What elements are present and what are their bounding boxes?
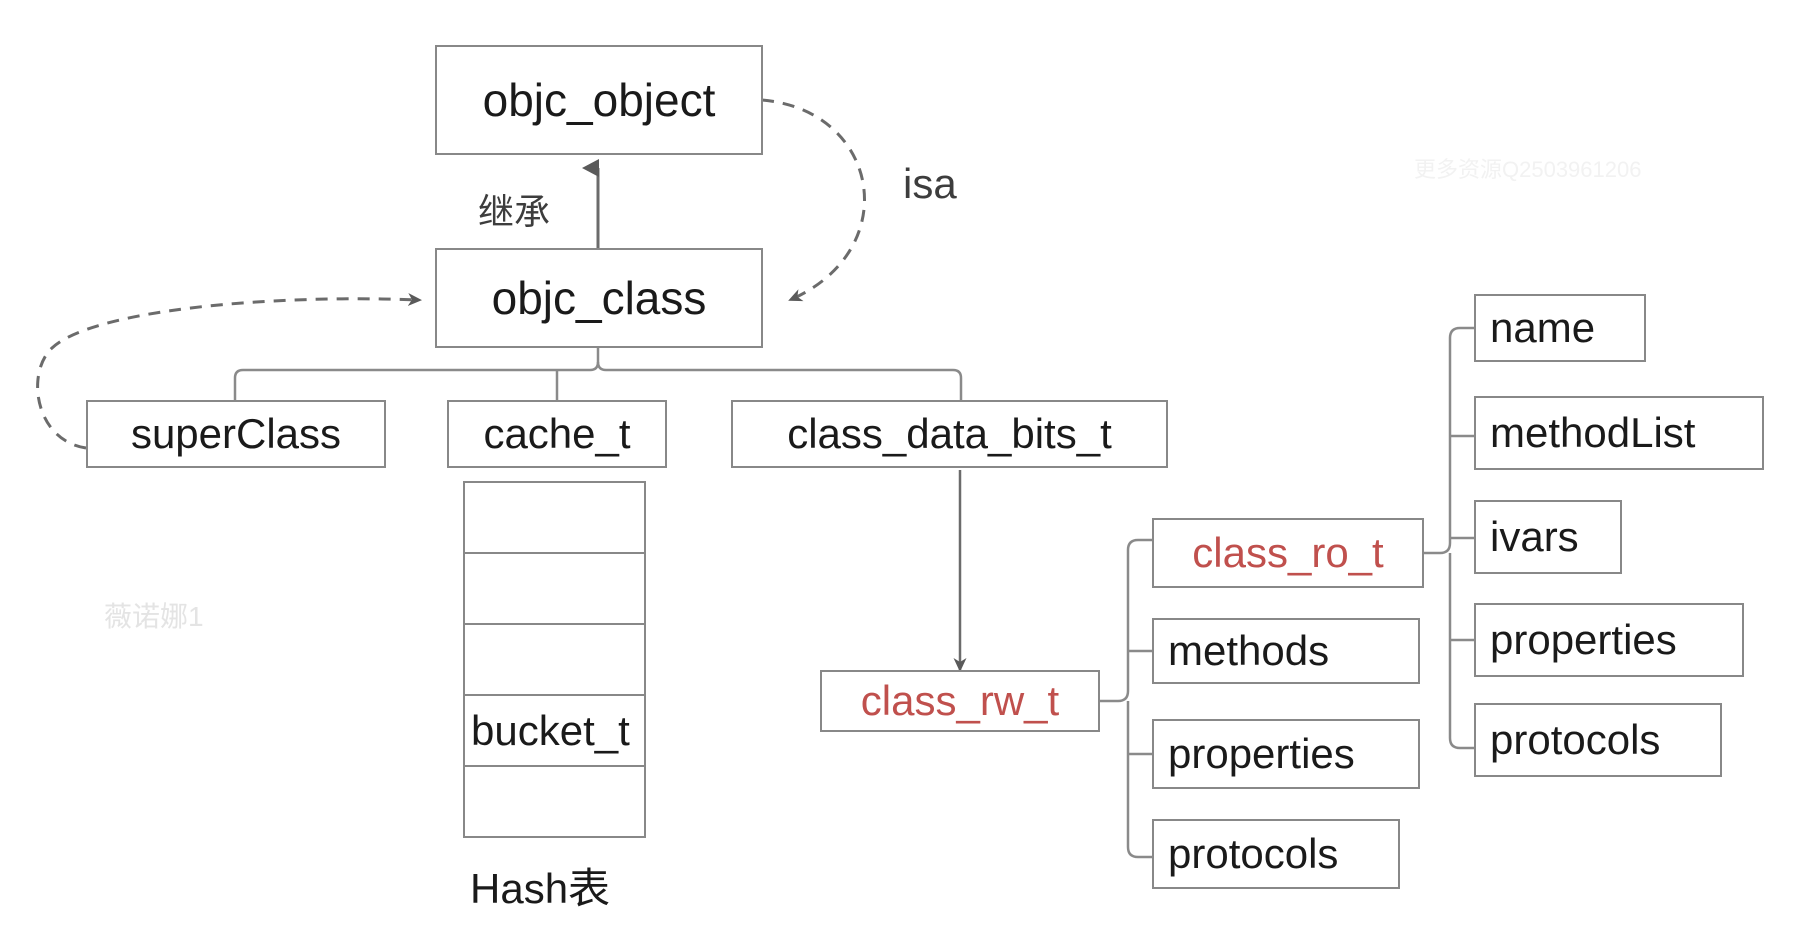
hash-table-caption: Hash表 bbox=[470, 855, 610, 916]
node-class-rw-t-label: class_rw_t bbox=[860, 677, 1060, 724]
node-ro-name-label: name bbox=[1490, 304, 1596, 351]
cache-row-4[interactable] bbox=[465, 767, 644, 836]
node-ro-ivars-label: ivars bbox=[1490, 513, 1579, 560]
node-ro-name[interactable]: name bbox=[1474, 294, 1646, 362]
watermark-left-text: 薇诺娜1 bbox=[104, 601, 204, 632]
node-class-rw-t[interactable]: class_rw_t bbox=[820, 670, 1100, 732]
node-rw-methods-label: methods bbox=[1168, 627, 1330, 674]
node-ro-ivars[interactable]: ivars bbox=[1474, 500, 1622, 574]
cache-row-1[interactable] bbox=[465, 554, 644, 625]
hash-table-caption-text: Hash表 bbox=[470, 865, 611, 912]
node-rw-protocols-label: protocols bbox=[1168, 830, 1339, 877]
inheritance-label-text: 继承 bbox=[478, 191, 551, 232]
inheritance-label: 继承 bbox=[478, 183, 550, 235]
node-objc-class-label: objc_class bbox=[491, 272, 707, 324]
node-objc-object[interactable]: objc_object bbox=[435, 45, 763, 155]
ro-branch bbox=[1424, 326, 1474, 750]
node-class-data-bits-t-label: class_data_bits_t bbox=[787, 410, 1112, 457]
rw-branch bbox=[1100, 538, 1152, 859]
node-objc-class[interactable]: objc_class bbox=[435, 248, 763, 348]
node-cache-t[interactable]: cache_t bbox=[447, 400, 667, 468]
node-rw-properties[interactable]: properties bbox=[1152, 719, 1420, 789]
isa-label: isa bbox=[903, 160, 957, 208]
cache-row-0[interactable] bbox=[465, 483, 644, 554]
node-rw-properties-label: properties bbox=[1168, 730, 1355, 777]
node-rw-methods[interactable]: methods bbox=[1152, 618, 1420, 684]
node-ro-properties-label: properties bbox=[1490, 616, 1677, 663]
node-ro-protocols[interactable]: protocols bbox=[1474, 703, 1722, 777]
node-class-ro-t-label: class_ro_t bbox=[1192, 529, 1384, 576]
node-objc-object-label: objc_object bbox=[482, 74, 716, 126]
node-superclass[interactable]: superClass bbox=[86, 400, 386, 468]
watermark-left: 薇诺娜1 bbox=[104, 595, 204, 635]
isa-arrow bbox=[761, 98, 866, 302]
node-rw-protocols[interactable]: protocols bbox=[1152, 819, 1400, 889]
node-ro-methodlist[interactable]: methodList bbox=[1474, 396, 1764, 470]
node-ro-methodlist-label: methodList bbox=[1490, 409, 1696, 456]
watermark-top-right-text: 更多资源Q2503961206 bbox=[1414, 157, 1642, 182]
node-class-data-bits-t[interactable]: class_data_bits_t bbox=[731, 400, 1168, 468]
watermark-top-right: 更多资源Q2503961206 bbox=[1414, 152, 1641, 184]
node-ro-protocols-label: protocols bbox=[1490, 716, 1661, 763]
node-superclass-label: superClass bbox=[130, 410, 342, 457]
objc-class-branch bbox=[233, 348, 963, 400]
cache-row-2[interactable] bbox=[465, 625, 644, 696]
node-class-ro-t[interactable]: class_ro_t bbox=[1152, 518, 1424, 588]
isa-label-text: isa bbox=[903, 160, 957, 207]
cache-row-bucket-t[interactable]: bucket_t bbox=[465, 696, 644, 767]
cache-hash-table: bucket_t bbox=[463, 481, 646, 838]
node-ro-properties[interactable]: properties bbox=[1474, 603, 1744, 677]
node-cache-t-label: cache_t bbox=[483, 410, 631, 457]
